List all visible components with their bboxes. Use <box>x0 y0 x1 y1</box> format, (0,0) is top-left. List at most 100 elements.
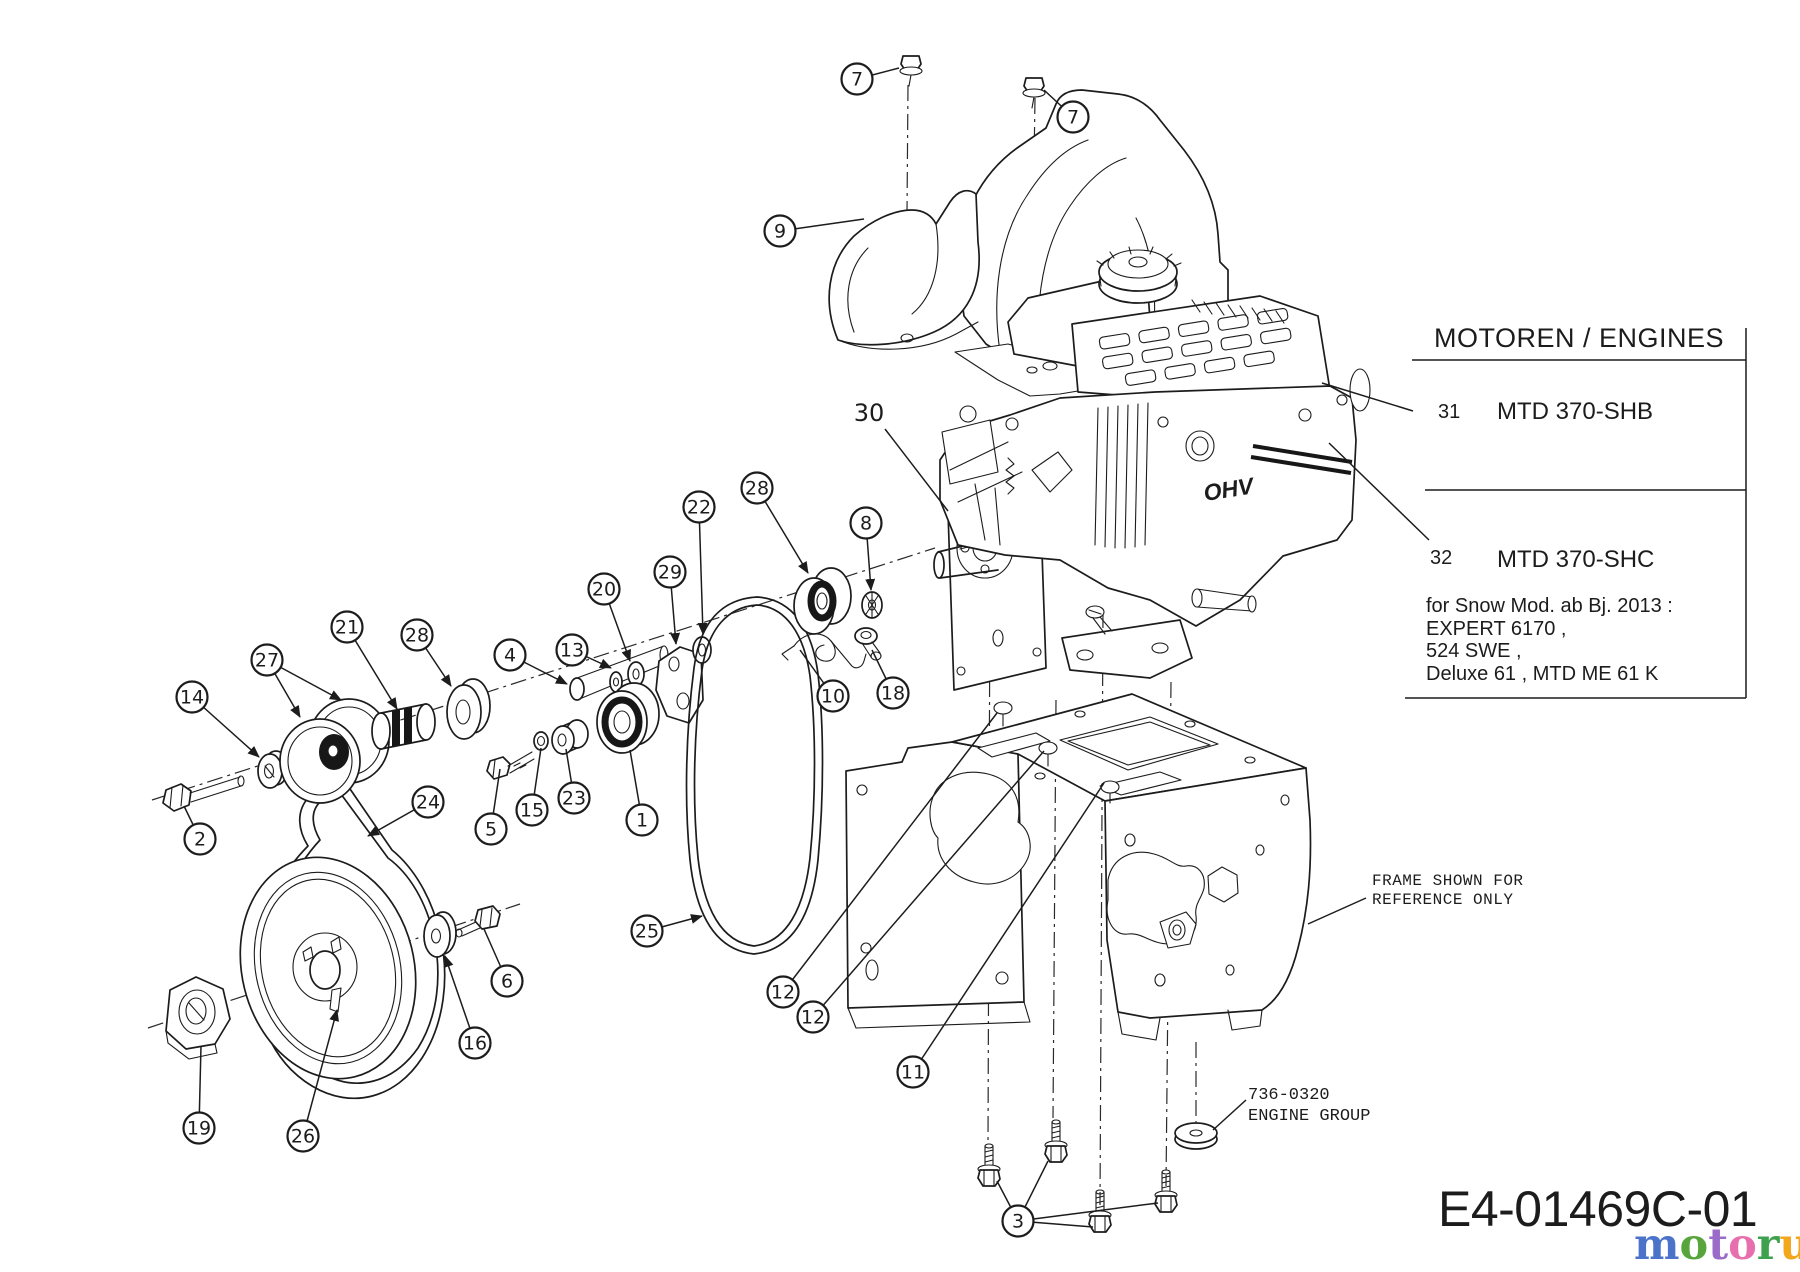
callout-circle <box>411 785 445 819</box>
callout-30: 30 <box>854 399 949 512</box>
callout-19: 19 <box>182 1045 216 1145</box>
callout-23: 23 <box>557 748 591 815</box>
callout-13: 13 <box>555 633 612 669</box>
callout-number: 1 <box>636 810 648 832</box>
callout-8: 8 <box>849 506 883 591</box>
callout-number: 4 <box>504 645 516 667</box>
frame-illustration <box>845 693 1312 1041</box>
callout-14: 14 <box>175 680 260 758</box>
callout-number: 22 <box>687 497 711 519</box>
callout-number: 23 <box>562 788 586 810</box>
callout-24: 24 <box>367 785 445 837</box>
deflector-cover-illustration <box>828 189 980 350</box>
callout-10: 10 <box>799 649 850 713</box>
note-line: for Snow Mod. ab Bj. 2013 : <box>1426 595 1673 617</box>
callout-26: 26 <box>286 1009 339 1153</box>
note-line: 524 SWE , <box>1426 640 1522 662</box>
wheel-washer-illustration <box>423 911 457 958</box>
engine-group-note-line: ENGINE GROUP <box>1248 1107 1371 1126</box>
engine-row-31-name: MTD 370-SHB <box>1497 398 1654 425</box>
idler-bolt-illustration <box>162 775 245 812</box>
frame-note-leader <box>1307 897 1367 925</box>
callout-2: 2 <box>183 805 217 856</box>
callout-circle <box>625 803 659 837</box>
flange-nut-illustration <box>165 976 231 1060</box>
callout-number: 28 <box>745 478 769 500</box>
shroud-bolt-7-left <box>899 55 923 87</box>
callout-circle <box>653 555 687 589</box>
engine-group-note: 736-0320 ENGINE GROUP <box>1248 1085 1370 1127</box>
engine-31-leader <box>1321 382 1414 412</box>
callout-circle <box>474 812 508 846</box>
idler-washer-28 <box>446 678 491 740</box>
callout-20: 20 <box>587 572 631 662</box>
callout-number: 30 <box>854 399 885 427</box>
callout-circle <box>763 214 797 248</box>
callout-circle <box>849 506 883 540</box>
callout-16: 16 <box>443 955 492 1060</box>
engine-group-washer <box>1174 1122 1218 1150</box>
frame-note-line: REFERENCE ONLY <box>1372 891 1514 909</box>
star-washer-8 <box>861 591 883 619</box>
engines-table-title: MOTOREN / ENGINES <box>1433 323 1725 353</box>
callout-circle <box>330 610 364 644</box>
callout-circle <box>250 643 284 677</box>
callout-9: 9 <box>763 214 865 248</box>
callout-number: 21 <box>335 617 359 639</box>
callout-circle <box>175 680 209 714</box>
logo-letter: r <box>1756 1220 1780 1270</box>
callout-number: 24 <box>416 792 440 814</box>
callout-circle <box>183 822 217 856</box>
callout-circle <box>286 1119 320 1153</box>
callout-circle <box>1056 100 1090 134</box>
callout-number: 5 <box>485 819 497 841</box>
spacer-23 <box>551 719 589 755</box>
engine-row-32-name: MTD 370-SHC <box>1497 546 1655 573</box>
frame-note-line: FRAME SHOWN FOR <box>1372 872 1524 890</box>
callout-number: 29 <box>658 562 682 584</box>
callout-5: 5 <box>474 768 508 846</box>
callout-number: 20 <box>592 579 616 601</box>
spacer-bushing-21 <box>371 703 436 750</box>
callout-circle <box>555 633 589 667</box>
washer-22 <box>692 636 712 664</box>
engine-group-leader <box>1212 1099 1247 1131</box>
callout-circle <box>876 676 910 710</box>
callout-1: 1 <box>625 749 659 837</box>
callout-circle <box>182 1111 216 1145</box>
logo-letter: u <box>1779 1220 1800 1270</box>
callout-21: 21 <box>330 610 398 710</box>
bearing-1 <box>596 682 660 754</box>
double-pulley-27 <box>279 698 390 804</box>
callout-number: 15 <box>520 800 544 822</box>
note-line: Deluxe 61 , MTD ME 61 K <box>1426 662 1659 685</box>
callout-number: 6 <box>501 971 513 993</box>
callout-circle <box>587 572 621 606</box>
retainer-pin-18 <box>854 627 882 661</box>
callout-circle <box>490 964 524 998</box>
callout-number: 12 <box>801 1007 825 1029</box>
callout-11: 11 <box>896 782 1105 1089</box>
callout-number: 14 <box>180 687 204 709</box>
callout-leader <box>1017 1202 1159 1222</box>
callout-circle <box>740 471 774 505</box>
logo-letter: o <box>1728 1220 1757 1270</box>
callout-number: 7 <box>851 69 863 91</box>
callout-number: 18 <box>881 683 905 705</box>
callout-number: 19 <box>187 1118 211 1140</box>
callout-leader <box>697 506 708 635</box>
callout-circle <box>816 679 850 713</box>
tension-bolt-5 <box>486 751 535 780</box>
callout-number: 12 <box>771 982 795 1004</box>
lock-nut-15 <box>533 731 549 751</box>
note-line: EXPERT 6170 , <box>1426 617 1567 640</box>
callout-number: 11 <box>901 1062 925 1084</box>
callout-circle <box>493 638 527 672</box>
callout-number: 13 <box>560 640 584 662</box>
callout-22: 22 <box>682 490 716 635</box>
shroud-bolt-7-right <box>1022 77 1046 109</box>
callout-28: 28 <box>400 618 452 687</box>
callout-leader <box>912 782 1105 1073</box>
callout-leader <box>782 712 998 993</box>
